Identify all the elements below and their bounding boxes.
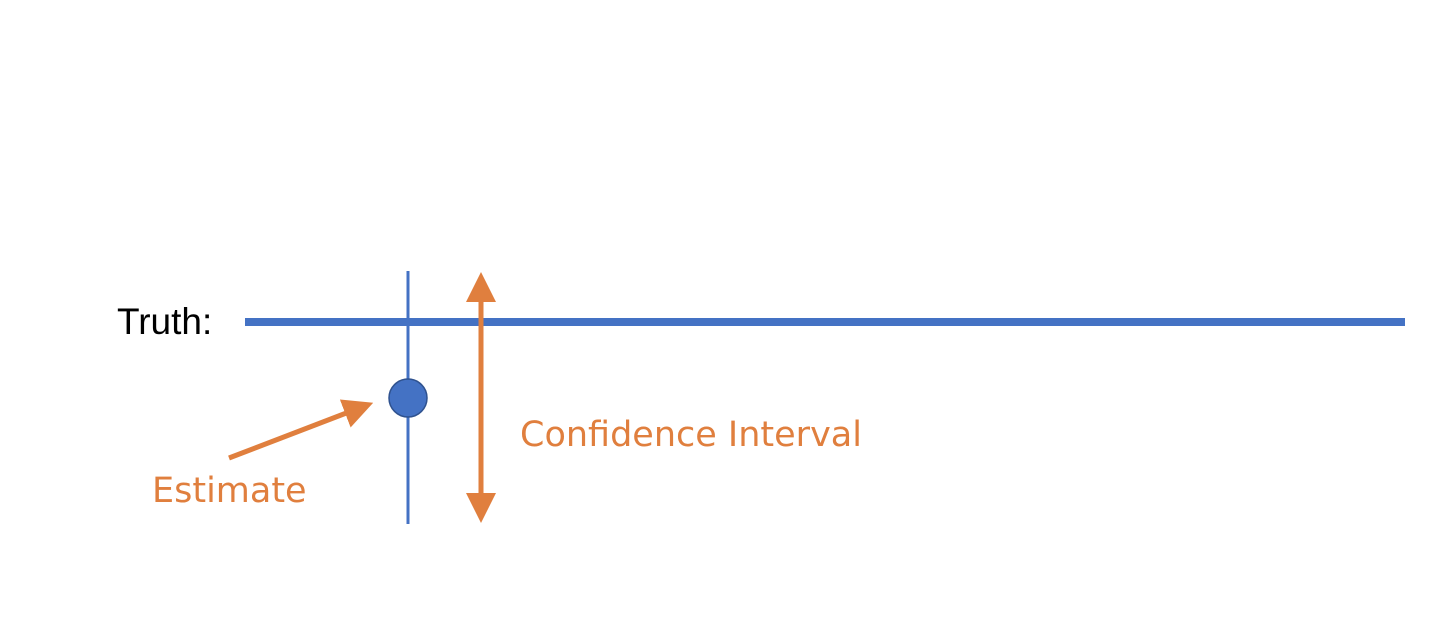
estimate-pointer-arrow — [228, 399, 374, 461]
confidence-interval-label: Confidence Interval — [520, 415, 862, 455]
truth-label: Truth: — [117, 301, 213, 342]
estimate-label: Estimate — [152, 471, 307, 511]
estimate-point — [388, 378, 428, 418]
